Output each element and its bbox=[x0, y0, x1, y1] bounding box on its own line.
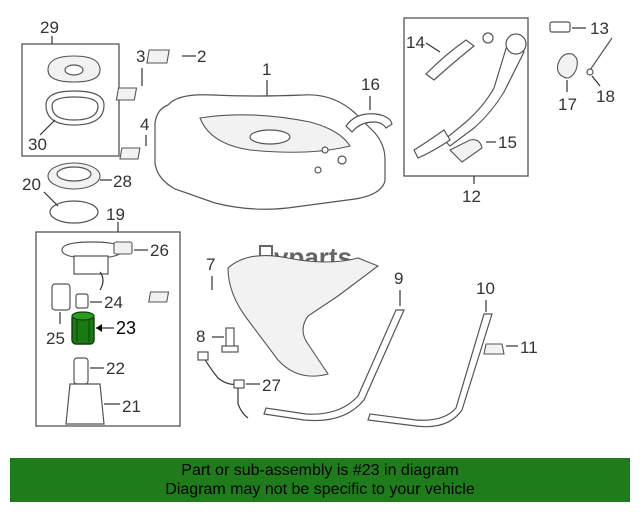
bolt-8-head bbox=[221, 345, 239, 353]
bracket-15 bbox=[449, 139, 483, 163]
part-18-end bbox=[586, 68, 594, 76]
callout-13: 13 bbox=[590, 19, 609, 38]
callout-4: 4 bbox=[140, 115, 149, 134]
callout-29: 29 bbox=[40, 18, 59, 37]
filter-25 bbox=[51, 283, 71, 311]
filler-neck-pipe bbox=[413, 129, 451, 159]
callout-15: 15 bbox=[498, 133, 517, 152]
callout-14: 14 bbox=[406, 33, 425, 52]
filler-cap-ring bbox=[505, 33, 527, 55]
callout-11: 11 bbox=[520, 338, 538, 357]
gasket-30-inner bbox=[51, 96, 99, 121]
info-banner: Part or sub-assembly is #23 in diagram D… bbox=[10, 458, 630, 502]
part-11 bbox=[483, 343, 505, 355]
part-22 bbox=[73, 357, 89, 385]
callout-10: 10 bbox=[476, 279, 495, 298]
parts-diagram: 29 30 2 3 4 5 28 20 1 16 12 14 15 13 bbox=[21, 17, 615, 428]
part-7 bbox=[148, 291, 170, 303]
part-26 bbox=[113, 241, 133, 255]
strap-9 bbox=[263, 309, 405, 422]
callout-7: 7 bbox=[206, 255, 215, 274]
part-24 bbox=[75, 293, 89, 309]
banner-line-1: Part or sub-assembly is #23 in diagram bbox=[181, 462, 459, 479]
callout-26: 26 bbox=[150, 241, 169, 260]
hose-16 bbox=[345, 113, 393, 133]
callout-24: 24 bbox=[104, 293, 123, 312]
box-19 bbox=[35, 231, 181, 427]
part-3 bbox=[115, 87, 138, 101]
callout-20: 20 bbox=[22, 175, 41, 194]
tank-fitting-c bbox=[314, 166, 322, 174]
callout-28: 28 bbox=[113, 172, 132, 191]
vent-hose-14 bbox=[425, 39, 475, 81]
callout-9: 9 bbox=[394, 269, 403, 288]
callout-3: 3 bbox=[136, 47, 145, 66]
lock-ring-28-inner bbox=[56, 166, 92, 182]
part-13 bbox=[549, 21, 571, 33]
callout-23: 23 bbox=[116, 318, 136, 338]
banner-line-2: Diagram may not be specific to your vehi… bbox=[165, 481, 475, 498]
callout-27: 27 bbox=[262, 376, 281, 395]
part-2 bbox=[146, 49, 170, 64]
part-23-highlighted bbox=[71, 311, 95, 345]
part-17 bbox=[556, 53, 578, 79]
callout-17: 17 bbox=[558, 95, 577, 114]
callout-8: 8 bbox=[196, 327, 205, 346]
callout-2: 2 bbox=[197, 47, 206, 66]
connector-27-a bbox=[197, 351, 209, 361]
callout-18: 18 bbox=[596, 87, 615, 106]
tank-fitting-a bbox=[337, 155, 347, 165]
strap-10 bbox=[367, 313, 493, 428]
box-12 bbox=[403, 17, 529, 177]
callout-30: 30 bbox=[28, 135, 47, 154]
heat-shield bbox=[227, 255, 380, 377]
pump-flange-neck bbox=[73, 255, 109, 275]
cover-plate-center bbox=[64, 64, 84, 76]
wiring-27 bbox=[203, 357, 249, 419]
callout-21: 21 bbox=[122, 397, 141, 416]
pump-wire bbox=[99, 271, 104, 291]
reservoir-21 bbox=[65, 383, 105, 425]
part-18-rod bbox=[589, 37, 613, 71]
callout-22: 22 bbox=[106, 359, 125, 378]
callout-19: 19 bbox=[106, 205, 125, 224]
tank-fitting-b bbox=[321, 146, 329, 154]
tank-pump-opening bbox=[249, 129, 291, 145]
connector-27-b bbox=[233, 379, 245, 389]
part-4 bbox=[119, 147, 141, 160]
hose-clamp-14 bbox=[482, 32, 494, 44]
callout-23-arrow bbox=[96, 324, 102, 332]
callout-12: 12 bbox=[462, 187, 481, 206]
o-ring-20 bbox=[49, 200, 99, 224]
callout-1: 1 bbox=[262, 60, 271, 79]
callout-25: 25 bbox=[46, 329, 65, 348]
callout-16: 16 bbox=[361, 75, 380, 94]
